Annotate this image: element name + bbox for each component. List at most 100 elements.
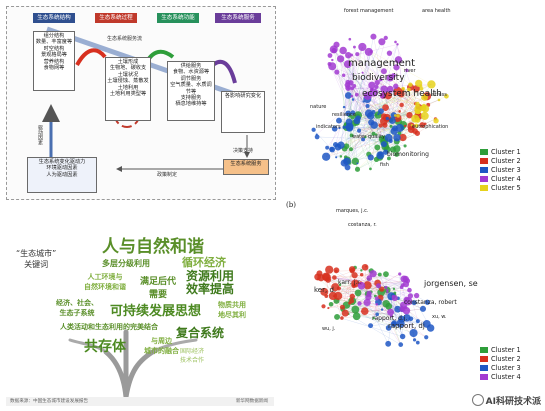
network-a-node <box>393 114 397 117</box>
network-a-node <box>349 147 353 152</box>
network-a-node <box>377 151 383 157</box>
network-a-node <box>433 118 439 124</box>
network-b-node <box>360 307 369 315</box>
ecosystem-flowchart: 生态系统结构 生态系统过程 生态系统功能 生态系统服务 组分结构 数量、丰富度等… <box>6 6 276 200</box>
tree-word-7: 经济、社会、 生态子系统 <box>56 299 98 317</box>
network-a-node <box>415 79 423 87</box>
network-a-node <box>378 38 386 46</box>
network-a-label: indicators <box>316 124 341 130</box>
network-a-node <box>382 149 389 155</box>
network-a-node <box>389 124 393 128</box>
network-b-node <box>413 292 420 299</box>
network-b-node <box>340 316 344 320</box>
network-a-node <box>342 105 346 109</box>
tree-word-8: 可持续发展思想 <box>110 304 202 319</box>
network-a-node <box>404 124 407 128</box>
network-a-node <box>353 45 356 49</box>
network-a-node <box>407 87 411 92</box>
network-a-node <box>321 152 331 161</box>
network-b-legend: Cluster 1 Cluster 2 Cluster 3 Cluster 4 <box>480 346 521 382</box>
network-a-node <box>338 126 341 130</box>
network-b-node <box>354 289 362 297</box>
flow-service-box: 供给服务 食物、水资源等 调节服务 空气质量、水质调节等 支持服务 栖息地维持等 <box>167 61 215 121</box>
network-a-node <box>341 73 346 78</box>
network-a-node <box>358 42 367 52</box>
network-b-node <box>407 287 412 293</box>
network-b-edge <box>336 270 362 272</box>
flow-impact-box: 各影响研究变化 <box>221 91 265 133</box>
network-a-node <box>395 123 404 132</box>
network-a-edge <box>349 44 398 163</box>
tree-word-10: 人类活动和生态利用的完美结合 <box>60 323 158 331</box>
network-a-edge <box>402 89 419 110</box>
network-a-label: biodiversity <box>352 73 405 83</box>
network-b-node <box>359 272 364 277</box>
network-a-node <box>361 137 366 142</box>
network-b-node <box>321 304 326 309</box>
wechat-icon <box>471 394 484 406</box>
tree-trunk <box>68 329 198 400</box>
network-a-node <box>405 68 409 73</box>
network-b-node <box>339 304 345 310</box>
network-a-node <box>340 159 348 167</box>
network-b-node <box>419 305 427 312</box>
network-b-node <box>349 293 356 300</box>
network-b-node <box>325 276 332 283</box>
network-a-node <box>380 85 388 94</box>
network-a-node <box>364 135 367 139</box>
network-a-node <box>369 50 373 54</box>
legend-a-item-5: Cluster 5 <box>480 184 521 193</box>
network-a-edge <box>348 55 386 153</box>
tree-word-2: 循环经济 <box>182 256 226 269</box>
network-a-edge <box>317 136 385 140</box>
network-a-node <box>348 37 352 41</box>
legend-a-swatch-3 <box>480 167 488 173</box>
flow-bottom-service-box: 生态系统服务 <box>223 159 269 175</box>
legend-a-swatch-4 <box>480 176 488 182</box>
network-a-node <box>414 109 420 115</box>
legend-a-swatch-1 <box>480 149 488 155</box>
network-a-label: resilience <box>332 112 356 118</box>
network-a-node <box>378 108 384 115</box>
network-a-node <box>393 64 400 71</box>
flow-driver-box: 生态系统变化驱动力 环境驱动因素 人为驱动因素 <box>27 157 97 193</box>
network-a-edge <box>351 54 426 109</box>
network-a-edge <box>371 37 387 90</box>
network-a-node <box>369 88 374 92</box>
network-b-edge <box>358 285 379 294</box>
network-b-node <box>369 270 377 278</box>
network-a-node <box>336 55 345 63</box>
network-a-edge <box>348 55 410 116</box>
network-b-node <box>394 305 402 313</box>
network-a-node <box>401 86 405 91</box>
network-b-edge <box>390 298 403 337</box>
tree-word-12: 共存体 <box>84 339 126 355</box>
network-b-node <box>407 293 414 299</box>
network-a-edge <box>343 72 363 76</box>
network-b-node <box>385 325 392 331</box>
tree-title: “生态城市” 关键词 <box>16 249 57 269</box>
network-b-node <box>351 305 360 314</box>
network-b-node <box>391 294 395 298</box>
network-a-edge <box>367 97 425 107</box>
network-b-node <box>380 308 384 311</box>
network-a-node <box>345 84 352 91</box>
network-a-node <box>367 154 374 161</box>
network-a-label: nature <box>310 104 326 110</box>
network-b-edge <box>342 306 389 308</box>
network-a-node <box>379 92 386 99</box>
network-a-node <box>386 85 394 93</box>
network-b-label: rapport, dj <box>388 322 425 330</box>
network-a-node <box>408 82 413 87</box>
network-a-node <box>353 117 361 125</box>
tree-word-14: 国际经济 技术合作 <box>180 348 205 364</box>
network-a-node <box>368 81 376 89</box>
network-a-edge <box>352 88 422 118</box>
network-a-label: stress <box>432 92 447 98</box>
network-a-node <box>394 56 403 64</box>
network-b-node <box>361 263 369 271</box>
network-a-label: area health <box>422 8 451 14</box>
network-b-label: costanza, r. <box>348 222 377 228</box>
network-b-label: karr, j.r. <box>338 279 361 286</box>
network-b-node <box>366 275 373 281</box>
